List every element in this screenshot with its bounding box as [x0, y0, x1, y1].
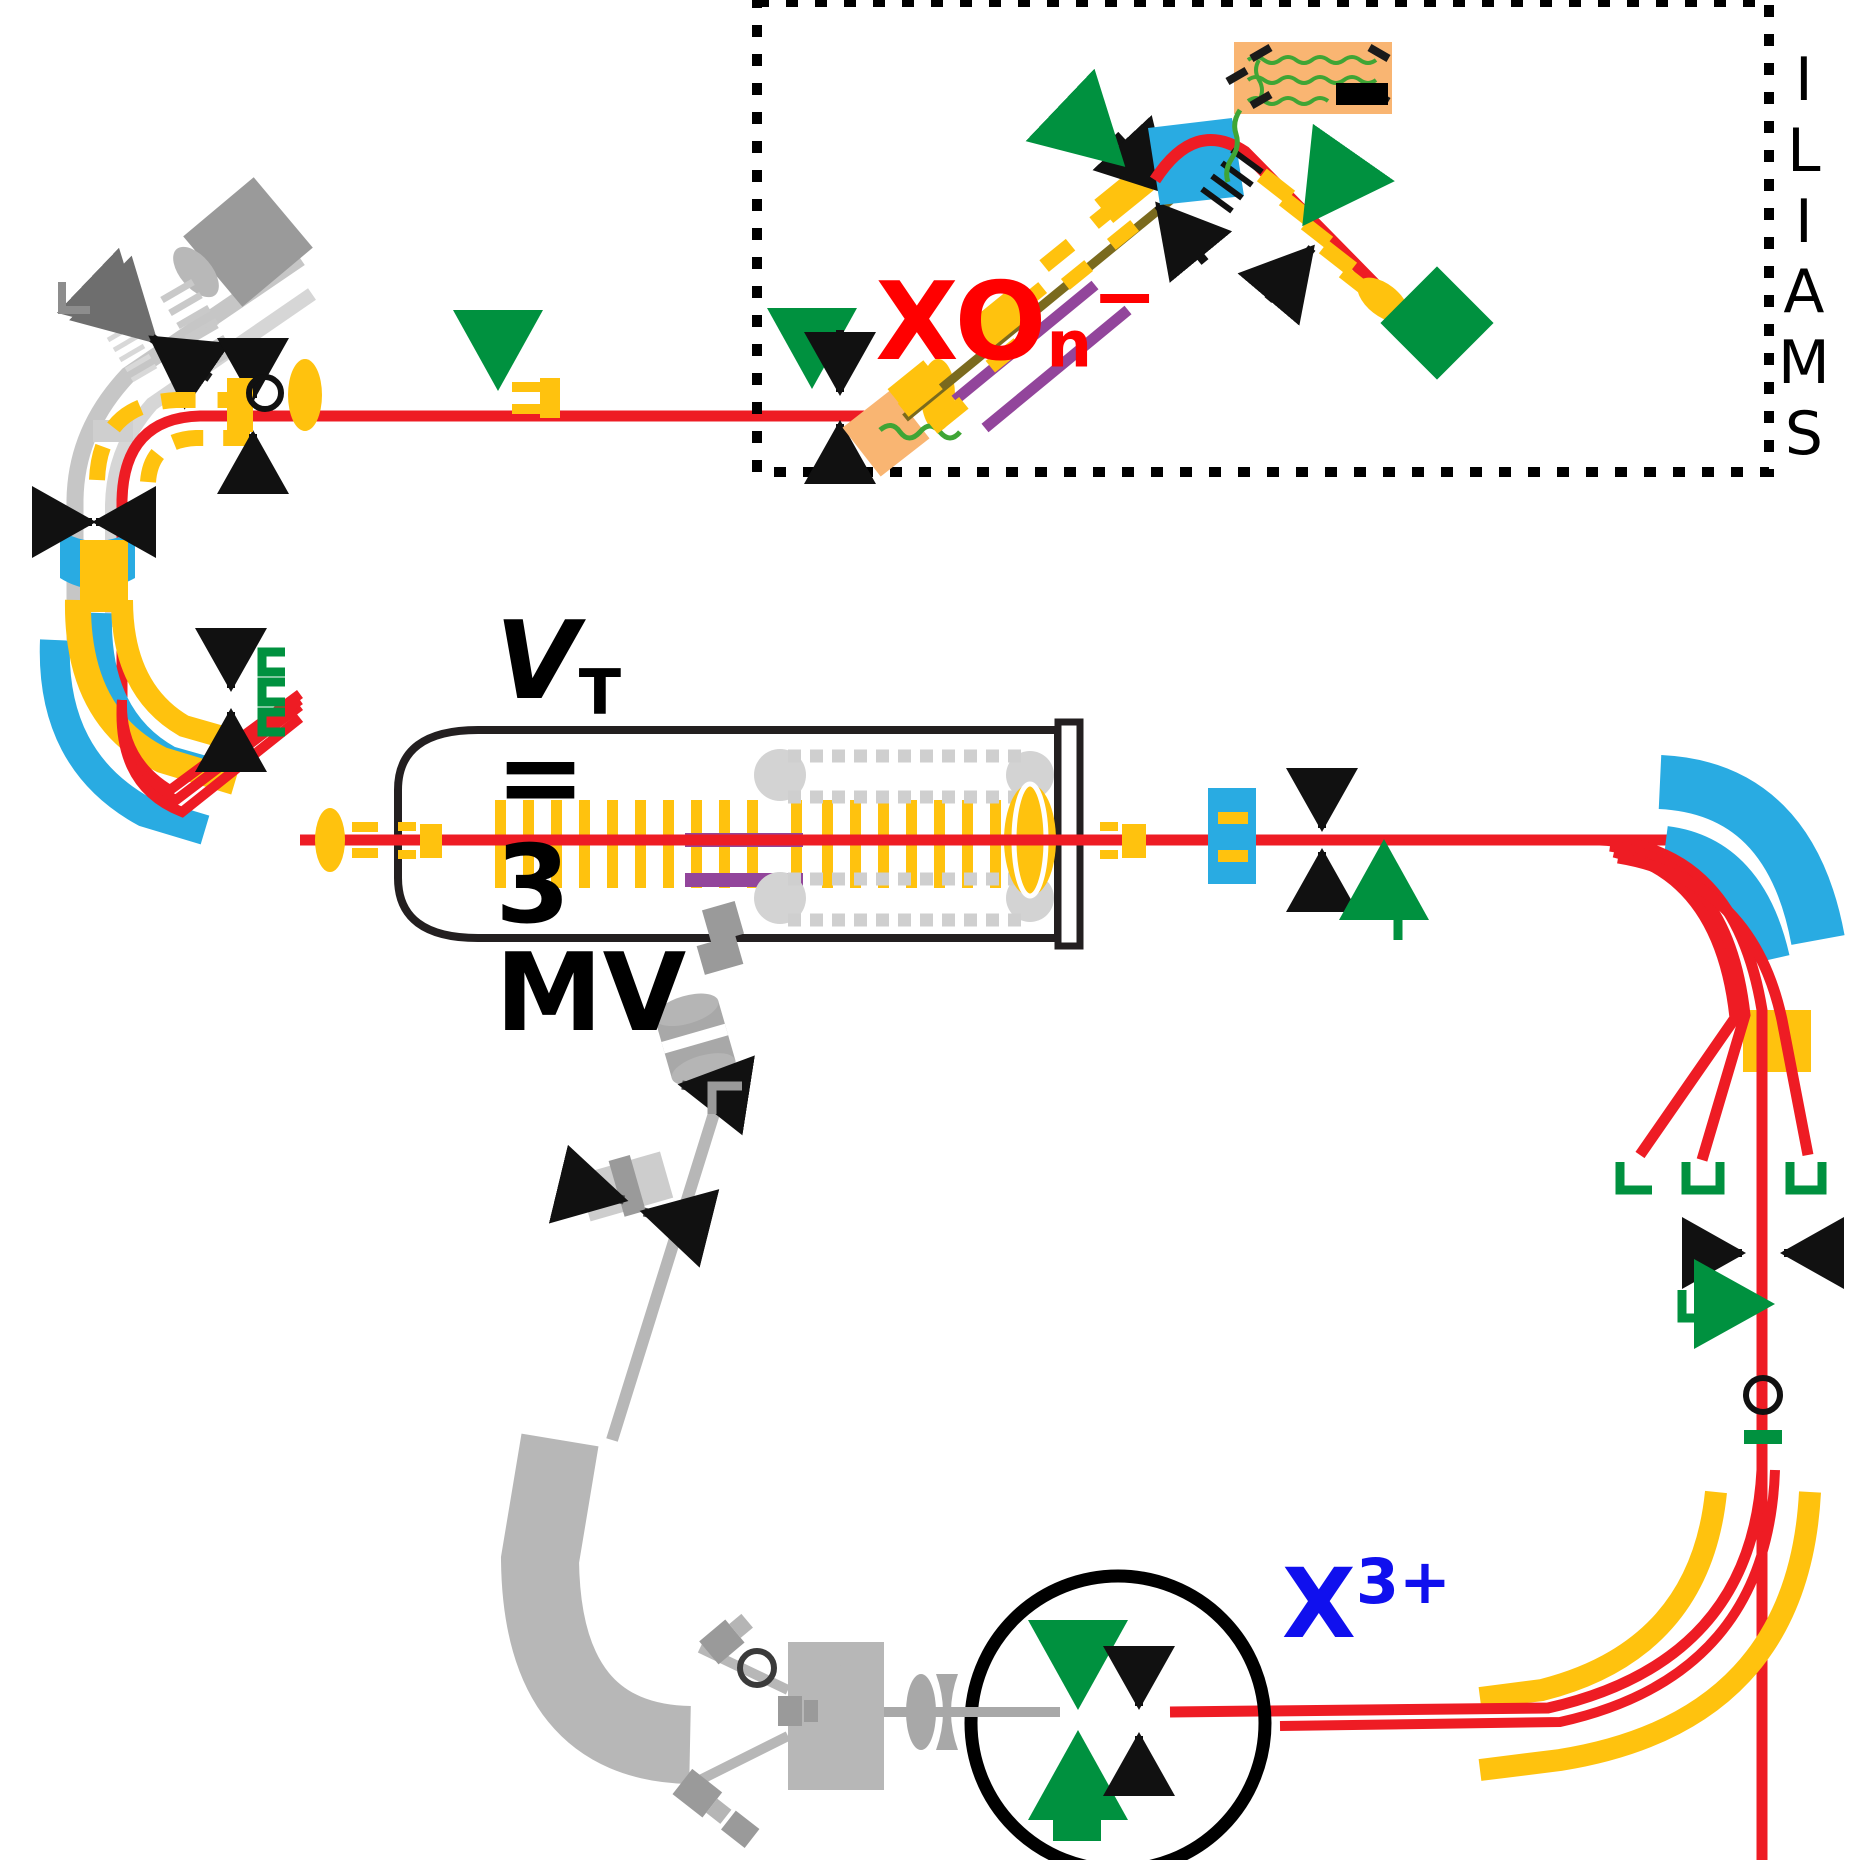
- marker-iliams-outlet: [1302, 123, 1395, 227]
- terminal-voltage-symbol: V: [495, 599, 579, 724]
- marker-he-line: [1339, 839, 1429, 940]
- negative-ion-subscript: n: [1046, 308, 1092, 383]
- iliams-inset-title: I L I A M S: [1778, 45, 1830, 470]
- charging-system: [754, 749, 1054, 927]
- beam-through-esa-2: [1279, 1469, 1780, 1731]
- iliams-letter-1: I: [1795, 45, 1813, 115]
- iliams-letter-6: S: [1784, 398, 1823, 469]
- einzel-lens-le1: [288, 359, 322, 431]
- positive-ion-superscript: 3+: [1355, 1545, 1451, 1618]
- zoom-detail-circle: [964, 1569, 1272, 1860]
- small-valve-on-axis: [778, 1696, 818, 1726]
- iliams-letter-4: A: [1783, 257, 1825, 328]
- marker-zoom-detail: [1028, 1620, 1128, 1841]
- faraday-cups-he: [1615, 1162, 1827, 1195]
- marker-le-mid: [453, 310, 543, 391]
- iliams-letter-2: L: [1787, 115, 1821, 186]
- iliams-letter-3: I: [1795, 186, 1813, 257]
- he-analyzing-magnet: [1658, 755, 1845, 1072]
- einzel-lens-he1: [315, 808, 345, 872]
- iliams-beam-path: [1149, 133, 1425, 335]
- electrostatic-analyzer-90deg: [1478, 1490, 1821, 1781]
- laser-path-lower: [878, 423, 962, 441]
- laser-path-to-magnet: [1224, 108, 1243, 183]
- tank-entry-electrode: [398, 822, 442, 859]
- terminal-voltage-equals: =: [495, 714, 586, 840]
- injection-electrostatic-deflector: [89, 392, 250, 483]
- terminal-voltage-label: VT = 3 MV: [420, 500, 686, 1048]
- steer-arrow-iliams-b: [1154, 201, 1233, 283]
- laser-table: [1225, 42, 1392, 114]
- positive-ion-base: X: [1281, 1548, 1356, 1661]
- marker-he-below-magnet: [1677, 1259, 1775, 1349]
- terminal-voltage-unit: MV: [495, 930, 687, 1056]
- negative-ion-label: XOn−: [800, 150, 1157, 378]
- aperture-circle-he: [1743, 1375, 1783, 1415]
- steerer-plates-he2: [1100, 822, 1146, 859]
- quadrupole-he: [1208, 788, 1256, 884]
- terminal-voltage-value: 3: [495, 822, 571, 948]
- iliams-ion-source-box: [1380, 266, 1494, 380]
- beam-branch-3: [1617, 852, 1814, 1157]
- rf-quadrupole-cooler: [887, 166, 1198, 434]
- gas-ionization-detector-branch: [500, 900, 972, 1848]
- aperture-circle-le: [246, 374, 284, 412]
- beam-through-esa: [1169, 1469, 1768, 1718]
- beam-branch-1: [1609, 840, 1751, 1162]
- marker-iliams-exit: [1025, 68, 1126, 167]
- iliams-letter-5: M: [1778, 328, 1830, 399]
- positive-ion-label: X3+: [1215, 1455, 1451, 1653]
- accelerator-tube-electrodes: [495, 800, 1024, 888]
- terminal-voltage-subscript: T: [578, 655, 622, 729]
- steer-arrow-iliams-c: [1237, 244, 1316, 326]
- steerer-plates-he1: [352, 822, 378, 858]
- iliams-inset-border: [752, 0, 1774, 477]
- negative-ion-superscript: −: [1092, 252, 1158, 342]
- green-marker-he: [1744, 1430, 1782, 1444]
- negative-ion-base: XO: [875, 259, 1047, 385]
- steerer-plates-le-mid: [512, 378, 560, 418]
